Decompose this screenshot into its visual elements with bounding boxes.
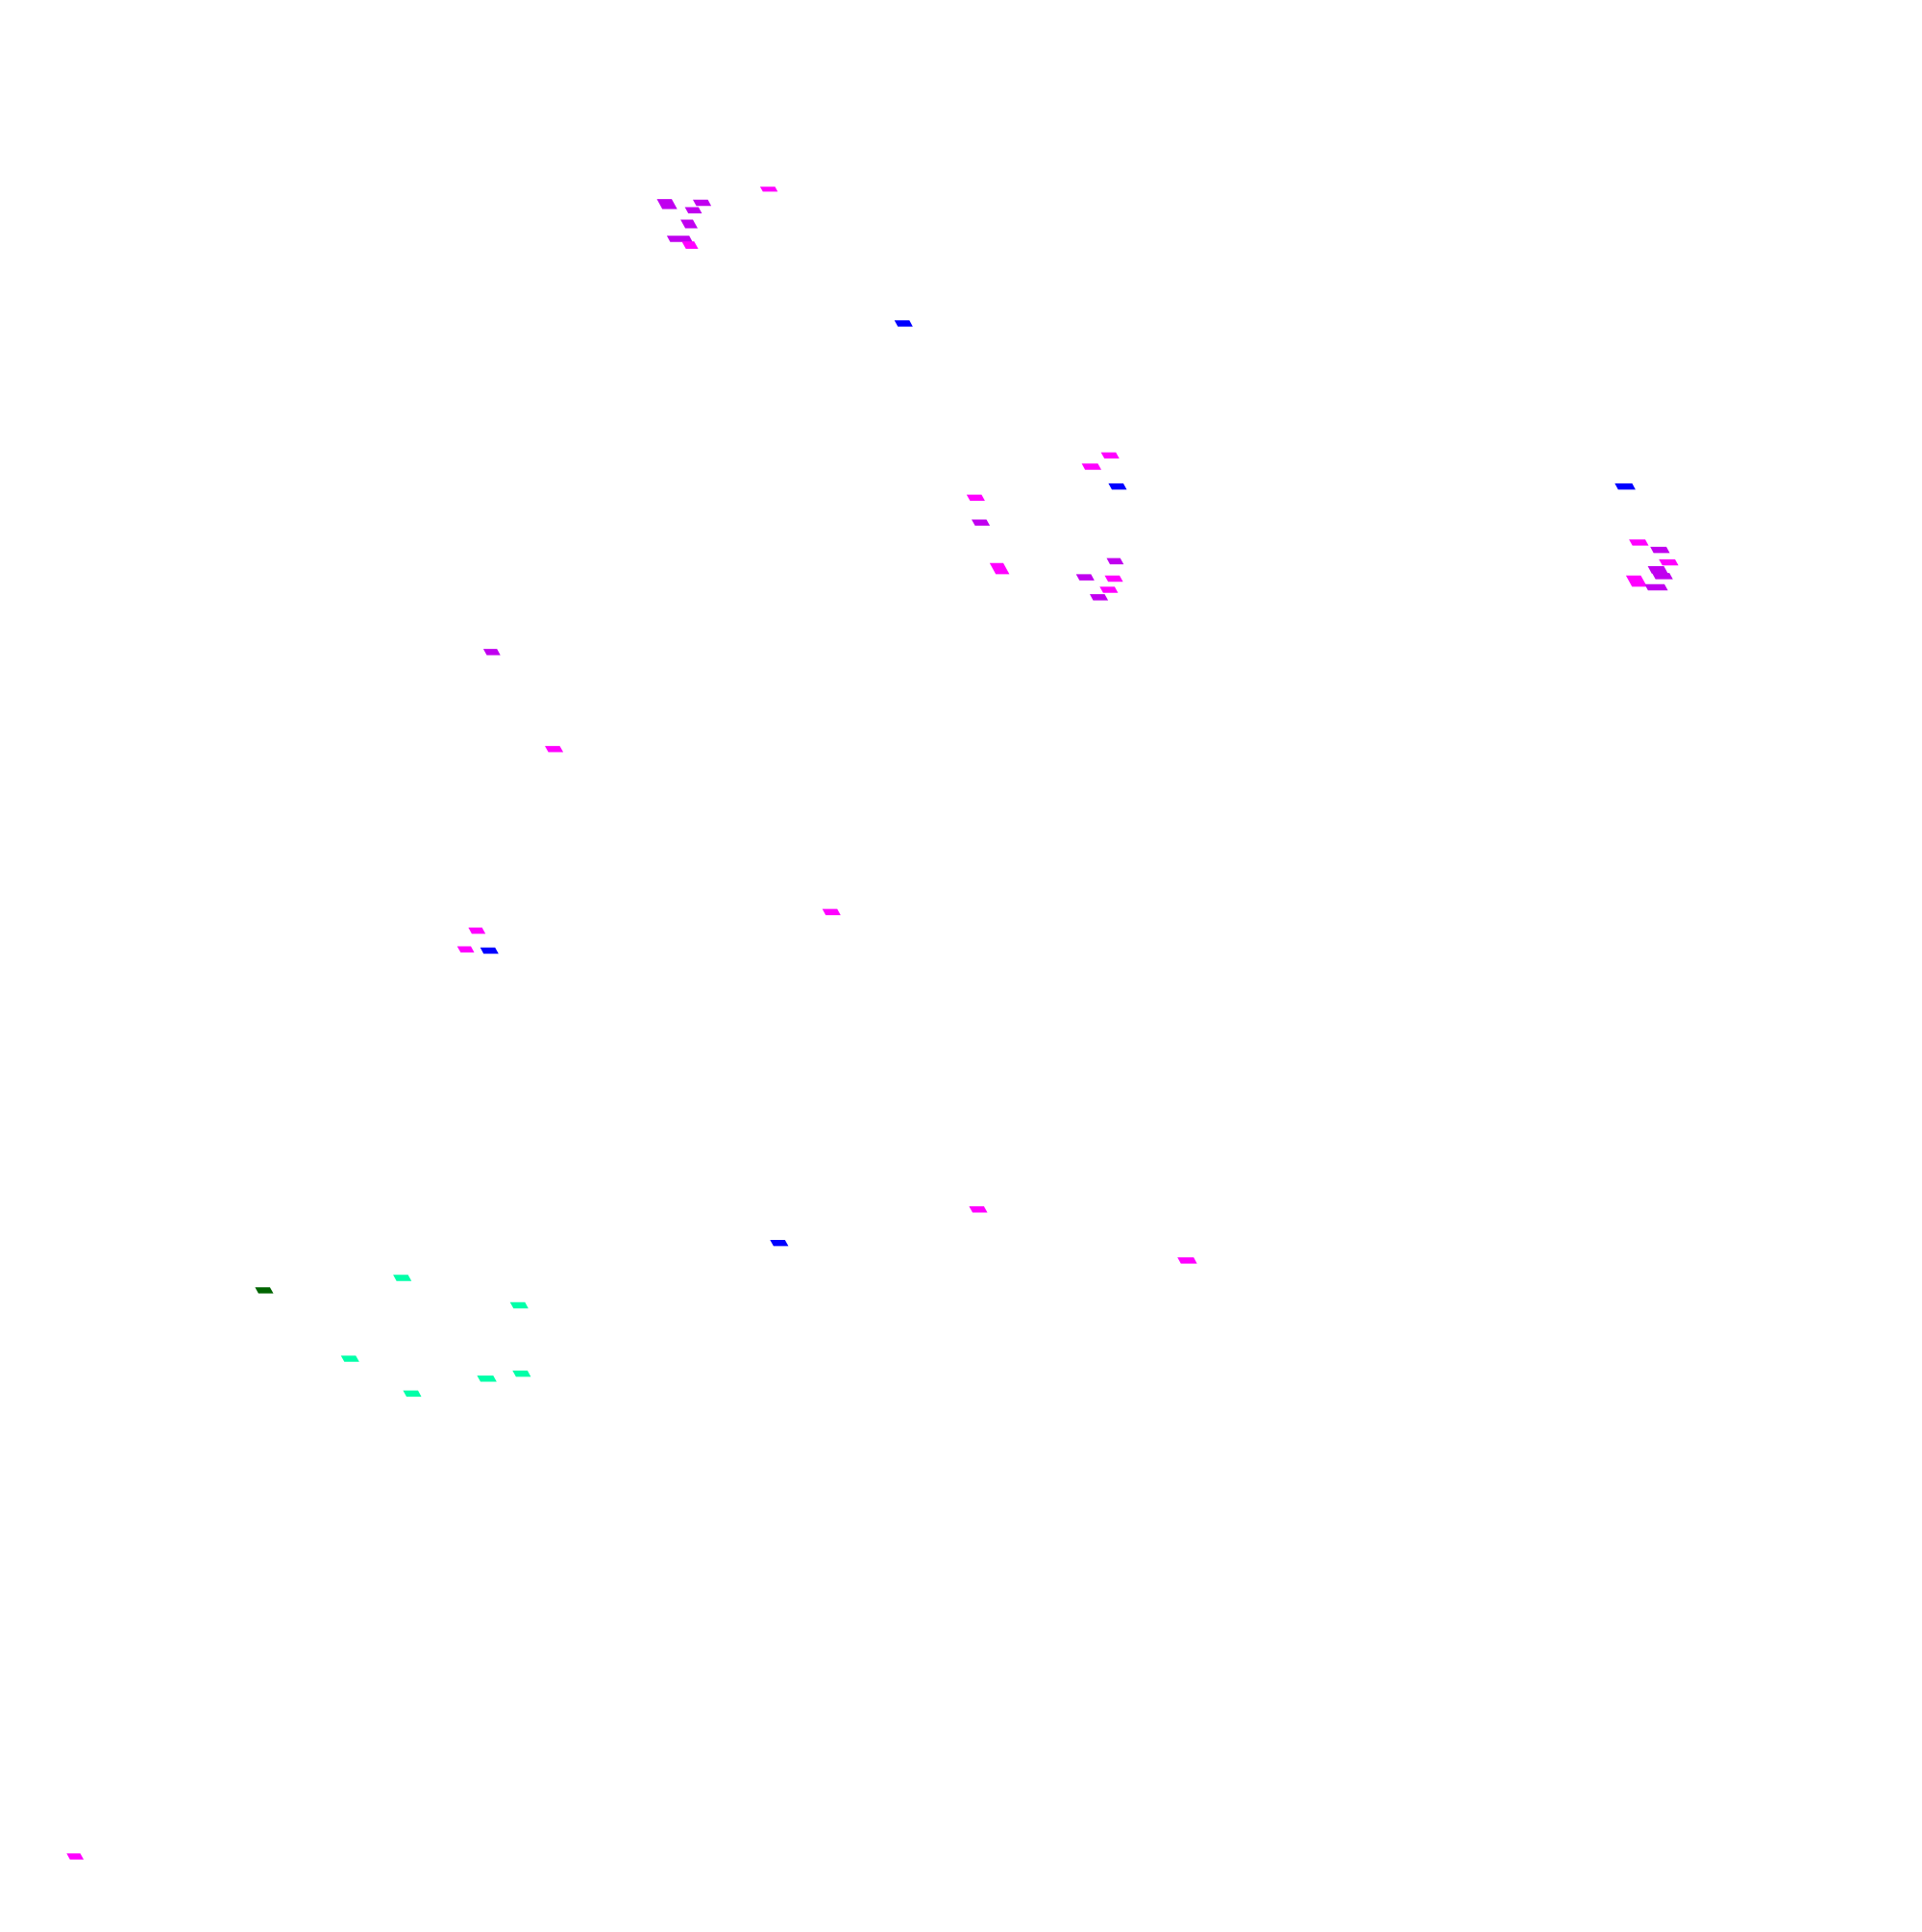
parallelogram-mark-magenta <box>1081 463 1101 470</box>
parallelogram-mark-magenta <box>66 1853 85 1860</box>
parallelogram-mark-purple <box>482 649 501 656</box>
parallelogram-mark-magenta <box>989 562 1010 575</box>
parallelogram-mark-blue <box>894 320 913 327</box>
parallelogram-mark-purple <box>656 199 678 210</box>
parallelogram-mark-magenta <box>1104 575 1123 582</box>
parallelogram-mark-purple <box>666 235 693 242</box>
parallelogram-mark-magenta <box>681 241 699 249</box>
parallelogram-mark-aqua <box>393 1275 412 1281</box>
parallelogram-mark-magenta <box>1177 1257 1197 1264</box>
parallelogram-mark-purple <box>1647 566 1668 574</box>
parallelogram-mark-magenta <box>456 946 475 953</box>
parallelogram-mark-magenta <box>468 928 486 934</box>
parallelogram-mark-magenta <box>1100 452 1120 458</box>
marks-layer <box>66 186 1679 1860</box>
parallelogram-mark-magenta <box>1659 558 1679 566</box>
parallelogram-mark-purple <box>684 207 702 213</box>
parallelogram-mark-purple <box>1106 557 1124 565</box>
parallelogram-mark-magenta <box>966 494 985 501</box>
parallelogram-mark-magenta <box>1625 575 1647 587</box>
parallelogram-mark-magenta <box>1629 539 1649 546</box>
parallelogram-mark-purple <box>1652 573 1673 580</box>
parallelogram-mark-aqua <box>403 1390 422 1398</box>
parallelogram-mark-dark-green <box>255 1287 274 1294</box>
parallelogram-mark-aqua <box>512 1370 531 1377</box>
parallelogram-mark-magenta <box>759 186 778 192</box>
parallelogram-mark-magenta <box>545 746 564 753</box>
parallelogram-mark-magenta <box>969 1206 988 1213</box>
parallelogram-mark-purple <box>972 519 991 526</box>
parallelogram-mark-magenta <box>822 908 841 916</box>
parallelogram-mark-aqua <box>477 1375 497 1382</box>
parallelogram-mark-purple <box>1090 594 1109 601</box>
parallelogram-mark-purple <box>693 199 712 207</box>
parallelogram-mark-magenta <box>1099 586 1119 593</box>
parallelogram-mark-purple <box>1650 546 1670 554</box>
parallelogram-mark-purple <box>1644 583 1668 591</box>
parallelogram-mark-blue <box>480 947 499 954</box>
parallelogram-mark-blue <box>770 1240 789 1247</box>
parallelogram-mark-blue <box>1614 483 1636 490</box>
parallelogram-mark-blue <box>1108 483 1127 490</box>
parallelogram-mark-aqua <box>509 1301 529 1309</box>
parallelogram-mark-aqua <box>340 1355 359 1362</box>
parallelogram-mark-purple <box>1075 574 1095 581</box>
parallelogram-mark-purple <box>680 219 698 229</box>
